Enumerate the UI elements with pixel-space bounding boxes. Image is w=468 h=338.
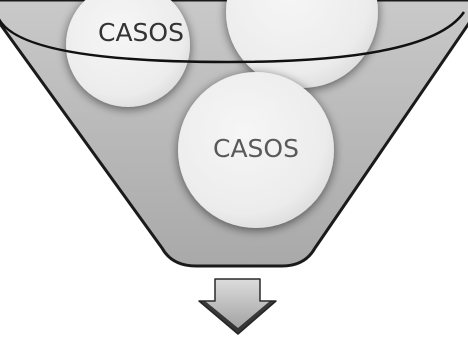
case-ball-center: [178, 72, 334, 228]
funnel-rim: [0, 11, 466, 64]
down-arrow-icon: [198, 278, 277, 335]
case-label-center: CASOS: [213, 134, 299, 163]
case-ball-top-right: [226, 0, 378, 88]
case-label-top-left: CASOS: [98, 18, 184, 47]
case-ball-top-left: [66, 0, 190, 107]
